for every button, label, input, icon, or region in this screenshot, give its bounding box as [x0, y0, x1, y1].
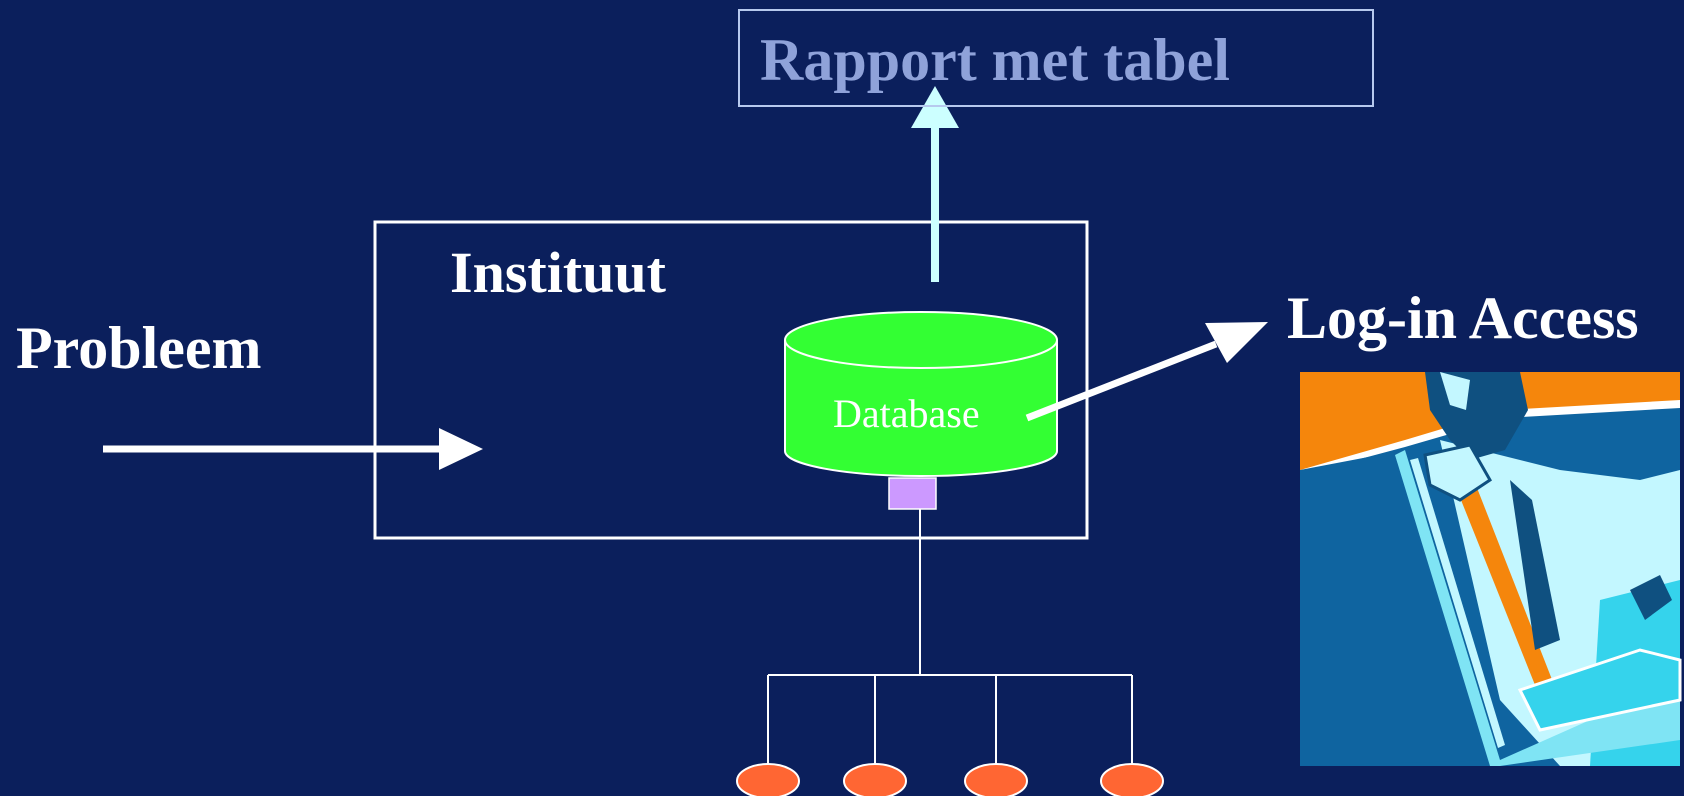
report-label: Rapport met tabel	[760, 27, 1230, 93]
man-at-laptop-clipart-icon	[1300, 372, 1682, 766]
login-access-label: Log-in Access	[1287, 285, 1639, 351]
problem-label: Probleem	[16, 315, 262, 381]
network-node	[964, 763, 1028, 796]
report-box	[738, 9, 1374, 107]
network-node	[1100, 763, 1164, 796]
institute-label: Instituut	[450, 240, 666, 305]
network-lines	[767, 509, 1133, 768]
problem-arrow	[103, 428, 483, 470]
login-arrow	[1025, 322, 1268, 422]
network-node	[843, 763, 907, 796]
network-node	[736, 763, 800, 796]
database-connector	[888, 477, 937, 510]
institute-box	[373, 220, 1089, 540]
database-cylinder	[784, 311, 1058, 477]
database-label: Database	[833, 391, 980, 436]
report-arrow	[911, 86, 959, 282]
